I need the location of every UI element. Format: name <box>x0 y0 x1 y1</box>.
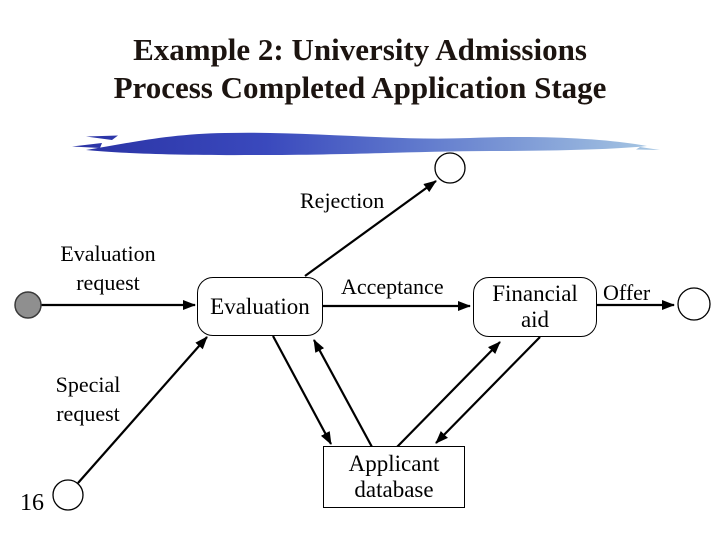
flow-financialaid-to-database-arrow <box>435 336 541 444</box>
flow-database-to-evaluation-arrow <box>313 339 373 448</box>
special-request-start-node <box>52 479 84 511</box>
applicant-database-store-box: Applicant database <box>323 446 465 508</box>
flow-special-request-arrow <box>77 336 208 484</box>
evaluation-request-label-line2: request <box>76 270 140 295</box>
financial-aid-label-line2: aid <box>520 307 550 332</box>
applicant-database-label-line2: database <box>354 477 434 502</box>
evaluation-request-label-line1: Evaluation <box>60 241 156 266</box>
flow-database-to-financialaid-arrow <box>396 341 501 448</box>
acceptance-flow-label: Acceptance <box>341 274 444 299</box>
flow-evaluation-to-database-arrow <box>272 335 332 445</box>
applicant-database-label-line1: Applicant <box>348 451 440 476</box>
slide-page-number: 16 <box>20 490 44 516</box>
title-swoosh-decoration <box>72 132 660 156</box>
slide-title: Example 2: University Admissions Process… <box>0 31 720 107</box>
special-request-label-line2: request <box>56 401 120 426</box>
evaluation-request-flow-label: Evaluation request <box>38 239 178 297</box>
start-node <box>14 291 42 319</box>
special-request-label-line1: Special <box>55 372 121 397</box>
slide-title-line2: Process Completed Application Stage <box>113 70 607 105</box>
rejection-flow-label: Rejection <box>300 188 385 213</box>
rejection-end-node <box>434 152 466 184</box>
financial-aid-label-line1: Financial <box>492 281 578 306</box>
financial-aid-process-box: Financial aid <box>473 277 597 337</box>
slide-title-line1: Example 2: University Admissions <box>133 32 587 67</box>
flow-rejection-arrow <box>304 180 437 277</box>
evaluation-process-box: Evaluation <box>197 277 323 336</box>
offer-end-node <box>677 287 711 321</box>
special-request-flow-label: Special request <box>38 370 138 428</box>
evaluation-process-label: Evaluation <box>210 293 310 319</box>
offer-flow-label: Offer <box>603 280 651 305</box>
